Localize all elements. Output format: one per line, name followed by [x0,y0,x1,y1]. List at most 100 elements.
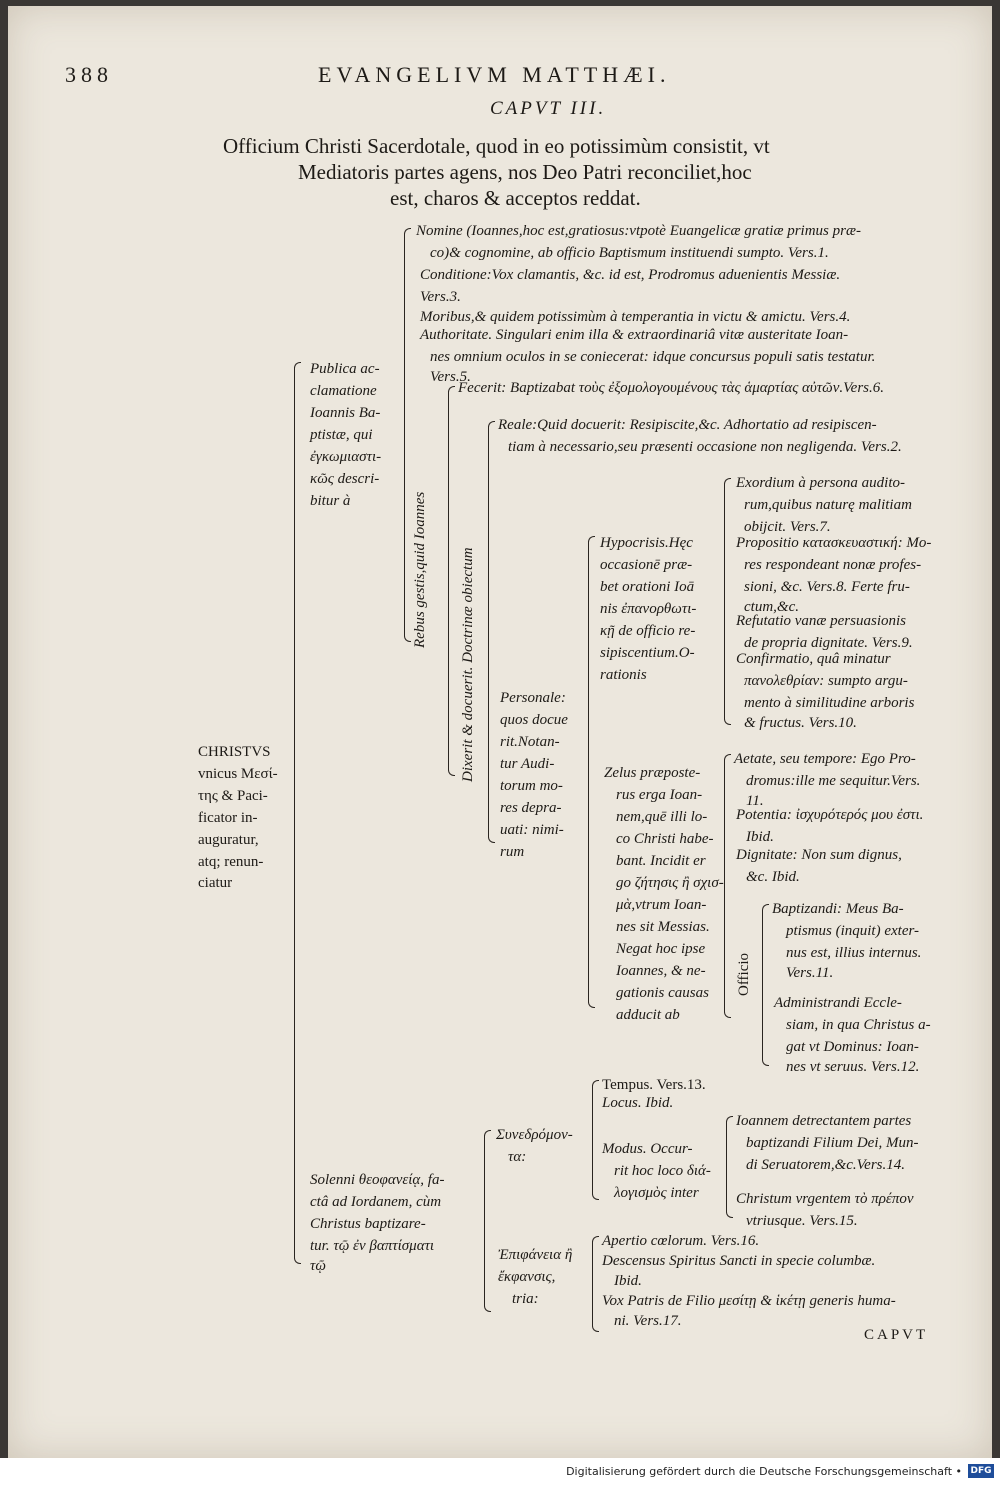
dixerit-label: Dixerit & docuerit. Doctrinæ obiectum [460,547,476,782]
administrandi-line-3: gat vt Dominus: Ioan- [786,1039,919,1055]
reale-line-1: Reale:Quid docuerit: Resipiscite,&c. Adh… [498,417,877,433]
refutatio-line-1: Refutatio vanæ persuasionis [736,613,906,629]
epiphaneia-line-3: tria: [512,1291,539,1307]
title-line-3: est, charos & acceptos reddat. [390,186,641,210]
main-brace [294,362,301,1264]
publica-line-1: Publica ac- [310,361,380,377]
root-line-3: της & Paci- [198,788,268,804]
book-page: 388 EVANGELIVM MATTHÆI. CAPVT III. Offic… [8,6,992,1458]
modus-line-2: rit hoc loco διά- [614,1163,711,1179]
title-line-1: Officium Christi Sacerdotale, quod in eo… [223,134,770,158]
exordium-line-2: rum,quibus naturę malitiam [744,497,912,513]
potentia-line-2: Ibid. [746,829,774,845]
personale-brace [588,536,595,1008]
propositio-line-2: res respondeant nonæ profes- [744,557,922,573]
descensus-line-1: Descensus Spiritus Sancti in specie colu… [602,1253,876,1269]
solenni-line-4: tur. τῷ ἐν βαπτίσματι [310,1238,435,1254]
publica-line-7: bitur à [310,493,351,509]
moribus: Moribus,& quidem potissimùm à temperanti… [420,309,851,325]
footer-bar: Digitalisierung gefördert durch die Deut… [0,1458,1000,1485]
zelus-line-9: Negat hoc ipse [616,941,706,957]
hypocrisis-line-3: bet orationi Ioā [600,579,695,595]
personale-line-5: torum mo- [500,778,563,794]
christum-line-1: Christum vrgentem τὸ πρέπον [736,1191,914,1207]
zelus-line-8: nes sit Messias. [616,919,710,935]
authoritate-line-2: nes omnium oculos in se coniecerat: idqu… [430,349,876,365]
conditione-line-1: Conditione:Vox clamantis, &c. id est, Pr… [420,267,841,283]
epiphaneia-brace [592,1236,599,1332]
baptizandi-line-2: ptismus (inquit) exter- [786,923,920,939]
confirmatio-line-1: Confirmatio, quâ minatur [736,651,891,667]
personale-line-7: uati: nimi- [500,822,564,838]
propositio-line-3: sioni, &c. Vers.8. Ferte fru- [744,579,910,595]
nomine-line-2: co)& cognomine, ab officio Baptismum ins… [430,245,829,261]
hypocrisis-line-6: sipiscentium.O- [600,645,695,661]
zelus-line-3: nem,quē illi lo- [616,809,708,825]
zelus-line-7: μὰ,vtrum Ioan- [616,897,707,913]
zelus-line-12: adducit ab [616,1007,680,1023]
authoritate-line-3: Vers.5. [430,369,471,385]
solenni-line-5: τῷ [310,1258,326,1274]
ioannem-line-1: Ioannem detrectantem partes [736,1113,912,1129]
baptizandi-line-3: nus est, illius internus. [786,945,922,961]
solenni-line-3: Christus baptizare- [310,1216,426,1232]
publica-line-5: ἐγκωμιαστι- [310,449,382,465]
doctrina-brace [488,421,495,843]
conditione-line-2: Vers.3. [420,289,461,305]
solenni-line-2: ctâ ad Iordanem, cùm [310,1194,442,1210]
propositio-line-4: ctum,&c. [744,599,799,615]
administrandi-line-1: Administrandi Eccle- [774,995,902,1011]
personale-line-3: rit.Notan- [500,734,560,750]
apertio: Apertio cœlorum. Vers.16. [602,1233,760,1249]
aetate-line-3: 11. [746,793,764,809]
personale-line-1: Personale: [500,690,566,706]
potentia-line-1: Potentia: ἰσχυρότερός μου ἐστι. [736,807,924,823]
oratio-brace [724,478,731,725]
epiphaneia-line-2: ἔκφανσις, [498,1269,556,1285]
fecerit: Fecerit: Baptizabat τοὺς ἐξομολογουμένου… [458,380,884,396]
zelus-line-5: bant. Incidit er [616,853,706,869]
dignitate-line-2: &c. Ibid. [746,869,800,885]
tempus: Tempus. Vers.13. [602,1077,706,1093]
synedrion-line-1: Συνεδρόμον- [496,1127,573,1143]
nomine-line-1: Nomine (Ioannes,hoc est,gratiosus:vtpotè… [416,223,861,239]
administrandi-line-4: nes vt seruus. Vers.12. [786,1059,920,1075]
vox-line-2: ni. Vers.17. [614,1313,682,1329]
administrandi-line-2: siam, in qua Christus a- [786,1017,931,1033]
zelus-line-10: Ioannes, & ne- [616,963,706,979]
catchword: CAPVT [864,1327,929,1343]
exordium-line-1: Exordium à persona audito- [736,475,906,491]
publica-line-4: ptistæ, qui [310,427,373,443]
root-line-7: ciatur [198,875,233,891]
christum-line-2: vtriusque. Vers.15. [746,1213,858,1229]
hypocrisis-line-7: rationis [600,667,647,683]
personale-line-2: quos docue [500,712,568,728]
zelus-line-11: gationis causas [616,985,709,1001]
personale-line-6: res depra- [500,800,562,816]
page-number: 388 [65,62,113,87]
modus-line-1: Modus. Occur- [602,1141,693,1157]
dialogismos-brace [726,1116,733,1218]
publica-line-2: clamatione [310,383,377,399]
root-line-1: CHRISTVS [198,744,271,760]
running-title: EVANGELIVM MATTHÆI. [318,62,671,87]
root-line-6: atq; renun- [198,854,264,870]
zelus-line-4: co Christi habe- [616,831,714,847]
hypocrisis-line-1: Hypocrisis.Hęc [600,535,693,551]
ioannem-line-3: di Seruatorem,&c.Vers.14. [746,1157,906,1173]
hypocrisis-line-2: occasionē præ- [600,557,693,573]
personale-line-4: tur Audi- [500,756,555,772]
root-line-2: vnicus Μεσί- [198,766,278,782]
solenni-brace [484,1130,491,1312]
publica-line-3: Ioannis Ba- [310,405,381,421]
exordium-line-3: obijcit. Vers.7. [744,519,831,535]
reale-line-2: tiam à necessario,seu præsenti occasione… [508,439,902,455]
vox-line-1: Vox Patris de Filio μεσίτῃ & ἱκέτῃ gener… [602,1293,896,1309]
authoritate-line-1: Authoritate. Singulari enim illa & extra… [420,327,849,343]
synedrion-brace [592,1080,599,1200]
title-line-2: Mediatoris partes agens, nos Deo Patri r… [298,160,752,184]
synedrion-line-2: τα: [508,1149,527,1165]
zelus-line-2: rus erga Ioan- [616,787,703,803]
officio-brace [762,904,769,1066]
dixerit-brace [448,386,455,776]
